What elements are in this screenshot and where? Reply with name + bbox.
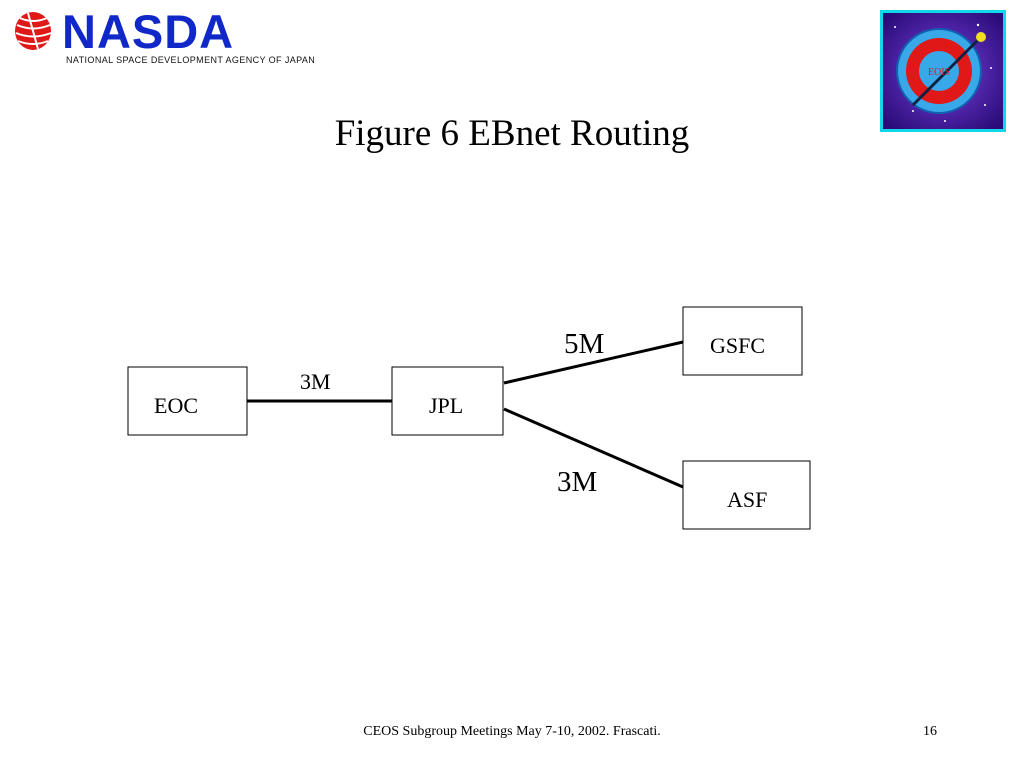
nasda-tagline: NATIONAL SPACE DEVELOPMENT AGENCY OF JAP… (66, 55, 316, 65)
page-title: Figure 6 EBnet Routing (334, 113, 690, 154)
node-eoc (127, 366, 248, 436)
nasda-logo: NASDA NATIONAL SPACE DEVELOPMENT AGENCY … (12, 5, 342, 72)
link-label-eoc-jpl: 3M (300, 369, 331, 394)
eos-logo-text: EOIS (928, 67, 950, 78)
link-label-jpl-asf: 3M (557, 466, 597, 498)
node-label-jpl: JPL (429, 393, 463, 418)
page-number: 16 (923, 724, 937, 739)
node-label-gsfc: GSFC (710, 333, 765, 358)
link-jpl-asf (503, 407, 684, 489)
node-asf (682, 460, 811, 530)
node-jpl (391, 366, 504, 436)
link-label-jpl-gsfc: 5M (564, 328, 604, 360)
link-jpl-gsfc (503, 340, 684, 385)
node-gsfc (682, 306, 803, 376)
eos-logo: EOIS (880, 10, 1006, 132)
node-label-asf: ASF (727, 487, 767, 512)
node-label-eoc: EOC (154, 393, 198, 418)
nasda-emblem-icon (15, 12, 52, 50)
footer-text: CEOS Subgroup Meetings May 7-10, 2002. F… (363, 724, 661, 739)
nasda-wordmark: NASDA (62, 5, 235, 58)
eos-emblem-icon: EOIS (883, 13, 1003, 129)
